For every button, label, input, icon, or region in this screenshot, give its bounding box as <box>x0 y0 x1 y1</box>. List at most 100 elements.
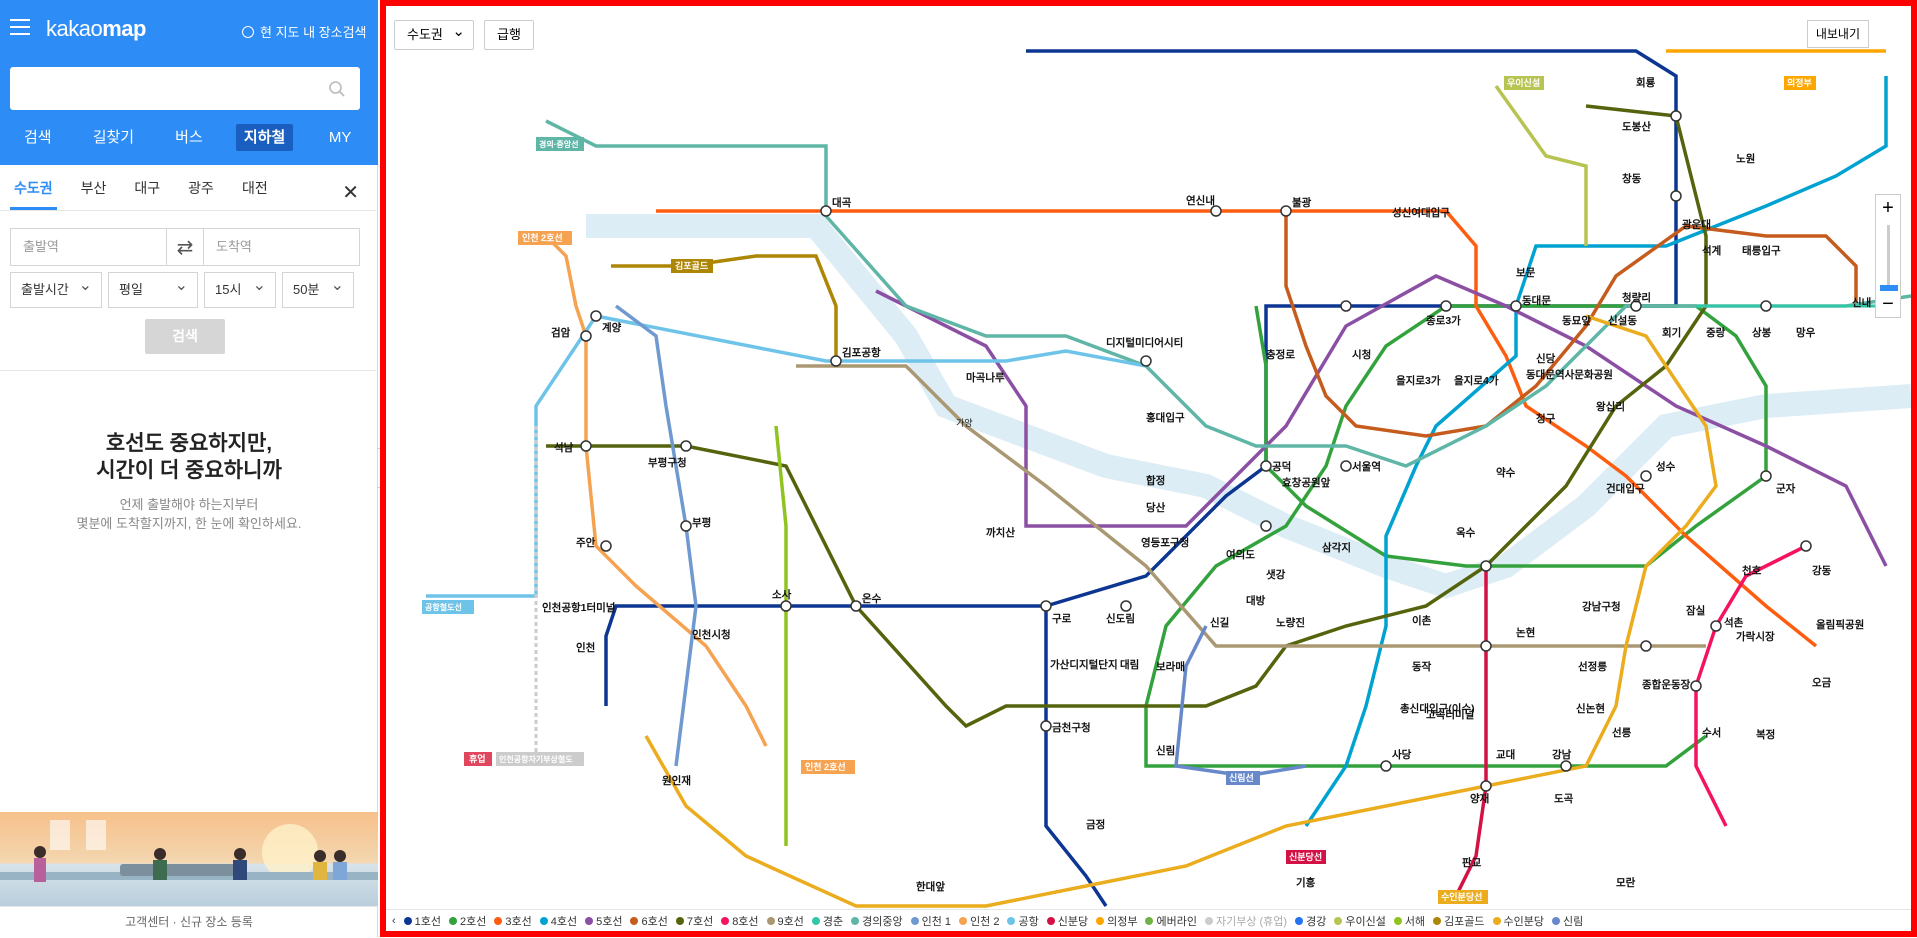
legend-line3[interactable]: 3호선 <box>494 913 532 929</box>
legend-uijeongbu[interactable]: 의정부 <box>1096 913 1137 929</box>
promo-title-line2: 시간이 더 중요하니까 <box>96 459 282 482</box>
line-9-path[interactable] <box>796 364 1706 648</box>
transfer-stations[interactable] <box>580 110 1812 902</box>
label-seoul-station: 서울역 <box>1352 460 1381 473</box>
label-seolleung: 선릉 <box>1612 726 1632 739</box>
legend-line6[interactable]: 6호선 <box>630 913 668 929</box>
legend-line1[interactable]: 1호선 <box>403 913 441 929</box>
badge-suin-bundang: 수인분당선 <box>1441 891 1482 902</box>
legend-incheon2[interactable]: 인천 2 <box>959 913 999 929</box>
tab-bus[interactable]: 버스 <box>175 129 203 146</box>
legend-gimpo-gold[interactable]: 김포골드 <box>1433 913 1485 929</box>
region-tab-capital[interactable]: 수도권 <box>10 165 57 210</box>
legend-incheon1[interactable]: 인천 1 <box>910 913 951 929</box>
label-nowon: 노원 <box>1736 152 1755 165</box>
express-toggle-button[interactable]: 급행 <box>484 20 534 50</box>
region-tab-daejeon[interactable]: 대전 <box>241 180 268 196</box>
swap-icon[interactable]: ⇄ <box>167 228 203 266</box>
region-tab-gwangju[interactable]: 광주 <box>188 180 214 196</box>
legend-prev-button[interactable]: ‹ <box>392 914 396 927</box>
zoom-out-button[interactable]: − <box>1882 293 1894 315</box>
label-cheonho: 천호 <box>1742 564 1762 577</box>
station-bupyeong-gu <box>680 440 692 452</box>
label-isu: 총신대입구(이수) <box>1400 702 1475 715</box>
radio-icon[interactable] <box>242 25 254 38</box>
station-gangnam <box>1560 760 1572 772</box>
legend-shinbundang[interactable]: 신분당 <box>1046 913 1088 929</box>
tab-my[interactable]: MY <box>328 129 352 146</box>
incheon-1-path[interactable] <box>614 304 698 767</box>
line-1-branch[interactable] <box>1044 606 1108 907</box>
subway-lines-canvas[interactable]: 대곡 불광 연신내 디지털미디어시티 김포공항 마곡나루 계양 검암 석남 부평… <box>386 6 1911 931</box>
legend-line8[interactable]: 8호선 <box>721 913 759 929</box>
legend-airport[interactable]: 공항 <box>1007 913 1039 929</box>
region-select-value: 수도권 <box>407 27 443 42</box>
station-jongno3ga <box>1440 300 1452 312</box>
label-yeonsinnae: 연신내 <box>1186 194 1215 207</box>
line-8-path[interactable] <box>1694 544 1807 827</box>
line-7-path[interactable] <box>546 104 1708 729</box>
incheon-2-path[interactable] <box>526 234 768 747</box>
legend-gyeonggang[interactable]: 경강 <box>1295 913 1326 929</box>
line-3-path[interactable] <box>656 209 1818 648</box>
tab-directions[interactable]: 길찾기 <box>92 129 135 146</box>
label-express-bus-terminal: 고속터미널 <box>1426 708 1474 721</box>
legend-sillim[interactable]: 신림 <box>1552 913 1583 929</box>
zoom-track[interactable] <box>1887 225 1890 289</box>
legend-suin-bundang[interactable]: 수인분당 <box>1492 913 1544 929</box>
zoom-in-button[interactable]: + <box>1882 197 1894 219</box>
close-icon[interactable]: ✕ <box>342 182 359 204</box>
legend-everline[interactable]: 에버라인 <box>1145 913 1197 929</box>
legend-line9[interactable]: 9호선 <box>766 913 804 929</box>
gimpo-gold-path[interactable] <box>611 254 838 361</box>
line-4-path[interactable] <box>1304 76 1888 827</box>
legend-line7[interactable]: 7호선 <box>675 913 713 929</box>
region-tab-busan[interactable]: 부산 <box>80 180 107 196</box>
day-type-select[interactable]: 평일 <box>108 269 198 308</box>
tab-subway[interactable]: 지하철 <box>227 122 303 154</box>
legend-gyeongchun[interactable]: 경춘 <box>811 913 843 929</box>
line-6-path[interactable] <box>1284 206 1858 438</box>
label-garak: 가락시장 <box>1736 630 1775 643</box>
app-logo[interactable]: kakaomap <box>46 16 146 41</box>
label-jamsil: 잠실 <box>1686 604 1705 617</box>
time-type-select[interactable]: 출발시간 <box>10 269 102 308</box>
region-select[interactable]: 수도권 ⌄ <box>394 20 474 50</box>
legend-label: 김포골드 <box>1444 915 1485 928</box>
station-gimpo-airport <box>830 355 842 367</box>
legend-line2[interactable]: 2호선 <box>449 913 486 929</box>
search-input[interactable] <box>24 77 314 101</box>
zoom-slider-handle[interactable] <box>1880 285 1898 291</box>
suin-bundang-path[interactable] <box>644 314 1718 908</box>
minute-select[interactable]: 50분 <box>282 269 354 308</box>
register-place-link[interactable]: 신규 장소 등록 <box>179 915 253 929</box>
sidebar-footer: 고객센터 · 신규 장소 등록 <box>0 906 378 937</box>
subway-map[interactable]: 대곡 불광 연신내 디지털미디어시티 김포공항 마곡나루 계양 검암 석남 부평… <box>380 0 1917 937</box>
legend-line4[interactable]: 4호선 <box>539 913 577 929</box>
seohae-path[interactable] <box>774 425 788 846</box>
legend-ui-sinseol[interactable]: 우이신설 <box>1334 913 1386 929</box>
sillim-path[interactable] <box>1174 625 1307 778</box>
label-seonjeongneung: 선정릉 <box>1578 660 1607 673</box>
ui-sinseol-path[interactable] <box>1494 84 1588 246</box>
arrival-station-input[interactable]: 도착역 <box>203 228 360 266</box>
legend-gyeongui[interactable]: 경의중앙 <box>851 913 903 929</box>
label-incheon-city-hall: 인천시청 <box>692 628 731 641</box>
shinbundang-path[interactable] <box>1454 566 1488 897</box>
promo-illustration <box>0 812 378 906</box>
customer-center-link[interactable]: 고객센터 <box>125 915 170 929</box>
hamburger-menu-icon[interactable] <box>10 19 30 35</box>
legend-label: 2호선 <box>460 915 487 928</box>
search-icon[interactable] <box>328 80 346 98</box>
nearby-search-toggle[interactable]: 현 지도 내 장소검색 <box>242 22 367 41</box>
departure-station-input[interactable]: 출발역 <box>10 228 167 266</box>
region-tab-daegu[interactable]: 대구 <box>134 180 161 196</box>
legend-maglev[interactable]: 자기부상 (휴업) <box>1204 913 1287 929</box>
legend-seohae[interactable]: 서해 <box>1393 913 1425 929</box>
tab-search[interactable]: 검색 <box>23 129 52 146</box>
export-button[interactable]: 내보내기 <box>1806 20 1869 48</box>
legend-line5[interactable]: 5호선 <box>585 913 622 929</box>
line-5-path[interactable] <box>875 274 1888 567</box>
hour-select[interactable]: 15시 <box>204 269 276 308</box>
route-search-button[interactable]: 검색 <box>145 319 225 354</box>
